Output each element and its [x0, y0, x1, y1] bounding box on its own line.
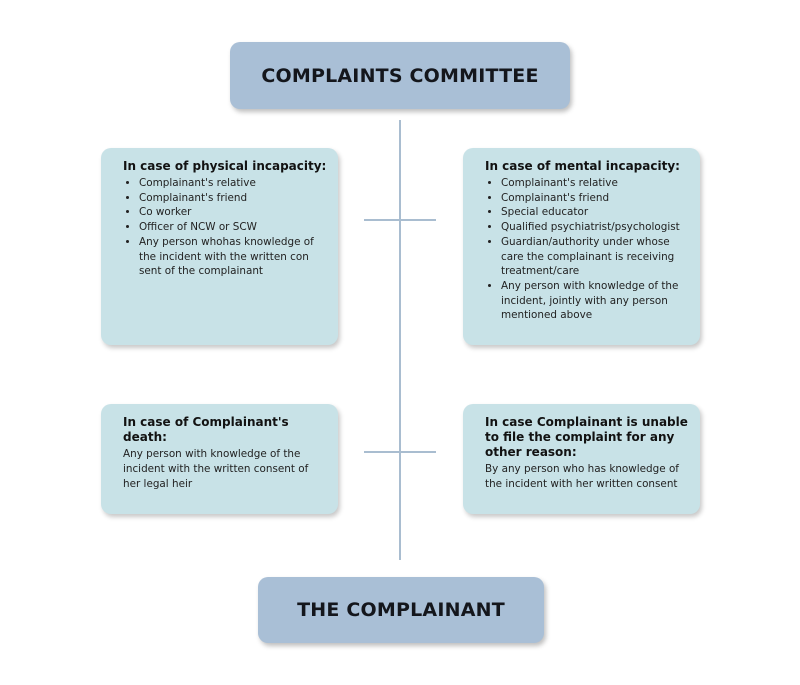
complainant-death-text: Any person with knowledge of the inciden…	[123, 448, 309, 490]
list-item: Any person with knowledge of the inciden…	[501, 279, 690, 323]
complainant-death-card: In case of Complainant's death: Any pers…	[101, 404, 338, 514]
lower-horizontal-connector	[364, 451, 436, 453]
other-reason-card: In case Complainant is unable to file th…	[463, 404, 700, 514]
list-item: Complainant's friend	[501, 191, 690, 206]
other-reason-text: By any person who has knowledge of the i…	[485, 463, 679, 490]
list-item: Complainant's friend	[139, 191, 328, 206]
list-item: Complainant's relative	[501, 176, 690, 191]
list-item: Qualified psychiatrist/psychologist	[501, 220, 690, 235]
physical-incapacity-list: Complainant's relative Complainant's fri…	[123, 176, 328, 279]
the-complainant-box: THE COMPLAINANT	[258, 577, 544, 643]
complaints-committee-label: COMPLAINTS COMMITTEE	[261, 64, 539, 87]
physical-incapacity-card: In case of physical incapacity: Complain…	[101, 148, 338, 345]
vertical-connector	[399, 120, 401, 560]
mental-incapacity-list: Complainant's relative Complainant's fri…	[485, 176, 690, 323]
list-item: Any person whohas knowledge of the incid…	[139, 235, 328, 279]
list-item: Guardian/authority under whose care the …	[501, 235, 690, 279]
list-item: Officer of NCW or SCW	[139, 220, 328, 235]
list-item: Special educator	[501, 205, 690, 220]
the-complainant-label: THE COMPLAINANT	[297, 599, 505, 621]
complaints-committee-box: COMPLAINTS COMMITTEE	[230, 42, 570, 109]
mental-incapacity-heading: In case of mental incapacity:	[485, 159, 680, 173]
list-item: Complainant's relative	[139, 176, 328, 191]
list-item: Co worker	[139, 205, 328, 220]
mental-incapacity-card: In case of mental incapacity: Complainan…	[463, 148, 700, 345]
complainant-death-heading: In case of Complainant's death:	[123, 415, 289, 444]
upper-horizontal-connector	[364, 219, 436, 221]
physical-incapacity-heading: In case of physical incapacity:	[123, 159, 327, 173]
other-reason-heading: In case Complainant is unable to file th…	[485, 415, 688, 459]
